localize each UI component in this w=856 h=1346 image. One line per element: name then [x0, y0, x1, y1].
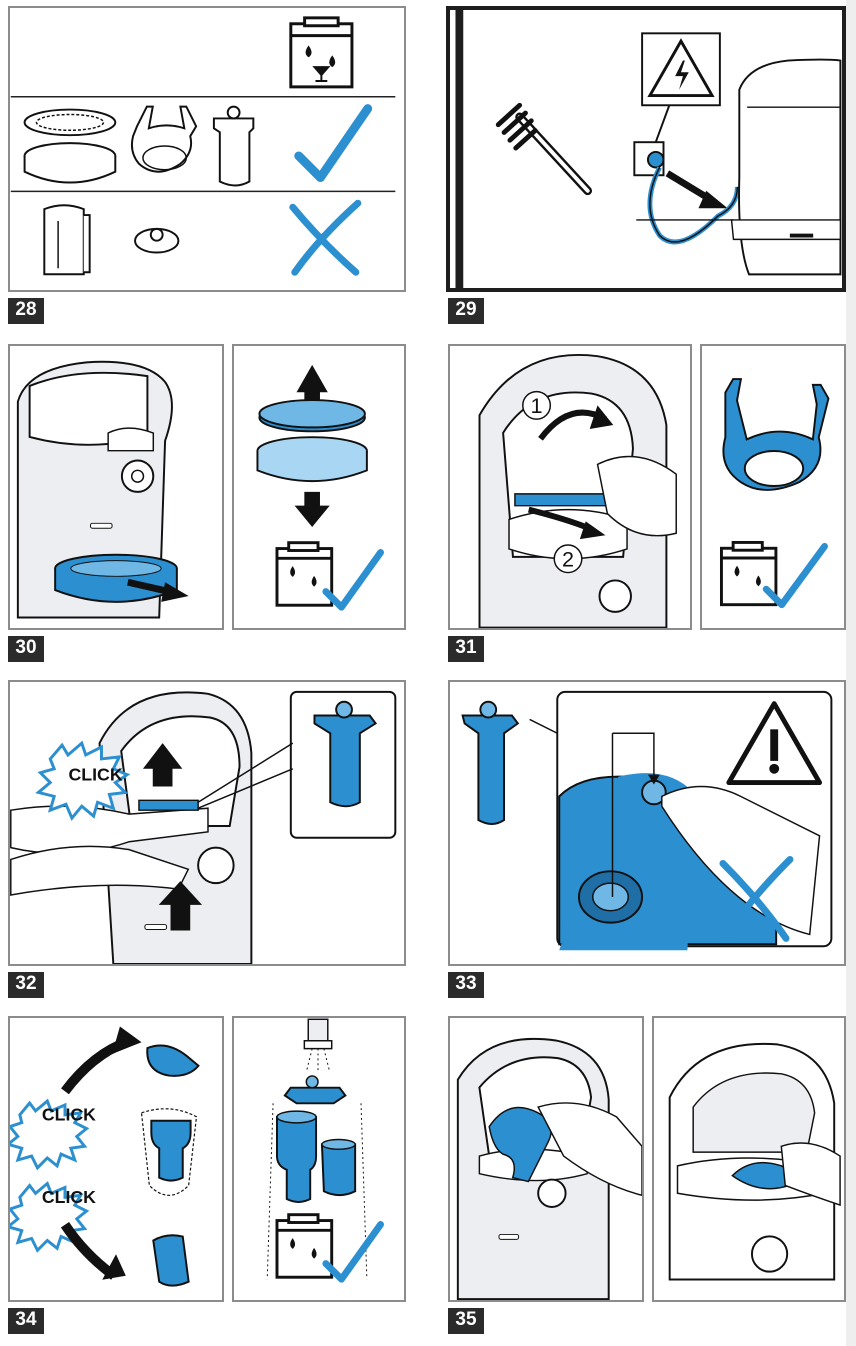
step-34-disassemble-illustration: CLICK CLICK — [10, 1026, 200, 1287]
arrow-curved-icon — [60, 1222, 117, 1280]
piercing-unit-part — [212, 105, 255, 187]
dishwasher-icon — [275, 1213, 334, 1279]
dishwasher-icon — [275, 541, 334, 607]
step-32-illustration: CLICK — [10, 690, 397, 964]
step-35-panel-b — [652, 1016, 846, 1302]
arrow-down-icon — [294, 491, 330, 528]
lid-part — [134, 227, 180, 254]
step-35-panel-a — [448, 1016, 644, 1302]
click-burst: CLICK — [35, 740, 131, 821]
step-29-label: 29 — [448, 298, 484, 324]
step-30-machine-illustration — [16, 360, 189, 619]
step-31-label: 31 — [448, 636, 484, 662]
arrow-up-icon — [158, 881, 203, 931]
check-icon — [322, 1221, 384, 1283]
step-33-illustration — [461, 690, 833, 951]
cross-icon — [289, 199, 362, 276]
step-32-label: 32 — [8, 972, 44, 998]
check-icon — [294, 104, 373, 183]
page-edge — [846, 0, 856, 1346]
brush-icon — [495, 102, 593, 196]
check-icon — [322, 549, 384, 611]
click-burst: CLICK — [10, 1181, 96, 1253]
step-29-illustration — [455, 10, 842, 288]
step-32-panel: CLICK — [8, 680, 406, 966]
dishwasher-icon — [719, 540, 778, 607]
check-icon — [762, 542, 828, 609]
step-33-panel — [448, 680, 846, 966]
step-34-panel-a: CLICK CLICK — [8, 1016, 224, 1302]
click-text-lower: CLICK — [42, 1187, 96, 1207]
step-28-label: 28 — [8, 298, 44, 324]
cross-icon — [719, 856, 794, 942]
warning-icon — [726, 701, 823, 786]
click-text-upper: CLICK — [42, 1105, 96, 1125]
dishwasher-icon — [289, 16, 354, 89]
step-29-panel — [446, 6, 846, 292]
step-30-label: 30 — [8, 636, 44, 662]
step-35-label: 35 — [448, 1308, 484, 1334]
click-burst: CLICK — [10, 1098, 96, 1171]
step-31-panel-a: 1 2 — [448, 344, 692, 630]
drip-tray-parts — [23, 108, 117, 184]
step-33-label: 33 — [448, 972, 484, 998]
arrow-up-icon — [296, 364, 328, 406]
step-28-illustration — [10, 16, 396, 276]
step-30-parts-illustration — [256, 364, 384, 611]
arrow-up-icon — [142, 743, 183, 787]
step-31-holder-illustration — [719, 378, 830, 609]
electric-warning-icon — [641, 32, 721, 143]
step-34-rinse-illustration — [266, 1018, 384, 1283]
step-35-wipe-base-illustration — [668, 1042, 841, 1281]
step-34-label: 34 — [8, 1308, 44, 1334]
step-31-panel-b — [700, 344, 846, 630]
step-28-panel — [8, 6, 406, 292]
step-2-callout: 2 — [562, 547, 574, 572]
capsule-holder-part — [130, 105, 198, 173]
click-text: CLICK — [68, 765, 122, 785]
water-tank-part — [43, 204, 91, 276]
step-30-panel-a — [8, 344, 224, 630]
step-35-wipe-illustration — [456, 1037, 642, 1300]
step-34-panel-b — [232, 1016, 406, 1302]
step-31-machine-illustration: 1 2 — [478, 354, 677, 628]
step-1-callout: 1 — [531, 393, 543, 418]
step-30-panel-b — [232, 344, 406, 630]
